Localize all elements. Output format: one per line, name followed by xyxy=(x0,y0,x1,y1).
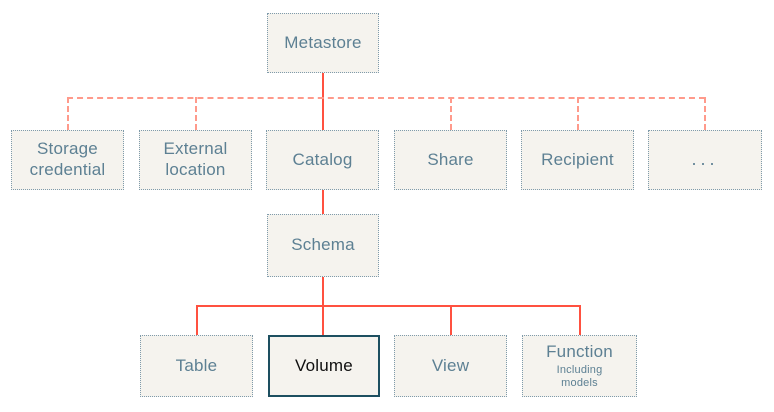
node-label: Recipient xyxy=(541,149,614,169)
connector-catalog-to-schema xyxy=(322,190,324,214)
node-metastore: Metastore xyxy=(267,13,379,73)
node-sublabel: Including models xyxy=(556,363,603,389)
connector-metastore-to-catalog xyxy=(322,73,324,130)
node-storage-credential: Storage credential xyxy=(11,130,124,190)
connector-tier3-horizontal xyxy=(196,305,579,307)
node-external-location: External location xyxy=(139,130,252,190)
connector-drop-view xyxy=(450,305,452,335)
node-table: Table xyxy=(140,335,253,397)
node-label: Function xyxy=(546,341,613,361)
connector-drop-storage-credential xyxy=(67,97,69,130)
connector-drop-function xyxy=(579,305,581,335)
connector-drop-table xyxy=(196,305,198,335)
node-label: External location xyxy=(163,139,228,179)
node-label: ... xyxy=(691,149,719,170)
node-ellipsis: ... xyxy=(648,130,762,190)
node-volume: Volume xyxy=(268,335,380,397)
node-label: Share xyxy=(427,149,474,169)
connector-drop-share xyxy=(450,97,452,130)
connector-drop-external-location xyxy=(195,97,197,130)
connector-drop-ellipsis xyxy=(704,97,706,130)
node-catalog: Catalog xyxy=(266,130,379,190)
connector-tier1-horizontal xyxy=(67,97,705,99)
node-label: Volume xyxy=(295,355,353,375)
node-function: Function Including models xyxy=(522,335,637,397)
node-label: Schema xyxy=(291,235,355,255)
node-share: Share xyxy=(394,130,507,190)
node-recipient: Recipient xyxy=(521,130,634,190)
node-view: View xyxy=(394,335,507,397)
node-label: Table xyxy=(175,355,218,375)
node-label: Storage credential xyxy=(29,139,106,179)
node-schema: Schema xyxy=(267,214,379,277)
node-label: Metastore xyxy=(284,32,362,52)
node-label: Catalog xyxy=(292,149,353,169)
node-label: View xyxy=(431,355,470,375)
connector-drop-recipient xyxy=(577,97,579,130)
